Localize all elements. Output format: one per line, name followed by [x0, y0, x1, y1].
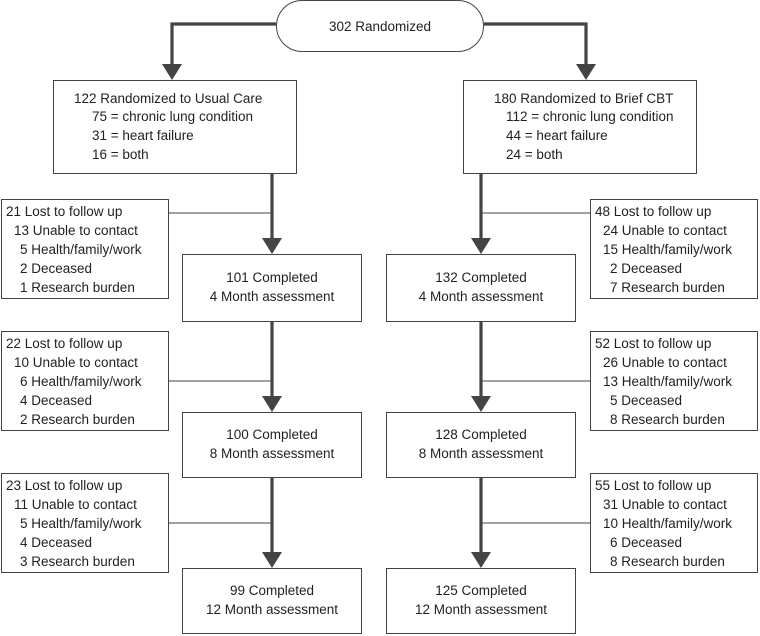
lost-reason: 24 Unable to contact [603, 223, 727, 238]
arrowhead-usual-4mo [262, 238, 282, 254]
brief-cbt-completed-12mo-box: 125 Completed 12 Month assessment [386, 568, 576, 634]
arrow-start-to-brief-cbt [484, 22, 588, 68]
lost-reason: 15 Health/family/work [603, 242, 733, 257]
lost-reason: 8 Research burden [610, 412, 725, 427]
lost-reason: 5 Health/family/work [20, 516, 142, 531]
lost-reason: 4 Deceased [20, 535, 93, 550]
usual-care-breakdown-both: 16 = both [92, 147, 149, 162]
usual-care-breakdown-heart: 31 = heart failure [92, 128, 194, 143]
lost-reason: 10 Health/family/work [603, 516, 733, 531]
usual-care-lost-4mo-total: 21 Lost to follow up [6, 204, 123, 219]
randomized-total-label: 302 Randomized [328, 19, 432, 34]
lost-reason: 31 Unable to contact [603, 497, 727, 512]
completed-count: 125 Completed [435, 583, 527, 598]
randomized-total-box: 302 Randomized [276, 0, 484, 52]
arrowhead-cbt-12mo [471, 552, 491, 568]
assessment-label: 8 Month assessment [418, 446, 544, 461]
assessment-label: 12 Month assessment [205, 602, 339, 617]
usual-care-completed-12mo-box: 99 Completed 12 Month assessment [182, 568, 362, 634]
brief-cbt-breakdown-heart: 44 = heart failure [506, 128, 608, 143]
arrowhead-usual-8mo [262, 396, 282, 412]
arrowhead-brief-cbt [576, 64, 596, 80]
lost-reason: 26 Unable to contact [603, 355, 727, 370]
usual-care-lost-4mo-box: 21 Lost to follow up 13 Unable to contac… [1, 199, 169, 299]
brief-cbt-lost-8mo-box: 52 Lost to follow up 26 Unable to contac… [590, 331, 758, 431]
arrowhead-usual-care [162, 64, 182, 80]
brief-cbt-completed-4mo-box: 132 Completed 4 Month assessment [386, 254, 576, 322]
brief-cbt-breakdown-both: 24 = both [506, 147, 563, 162]
brief-cbt-lost-4mo-box: 48 Lost to follow up 24 Unable to contac… [590, 199, 758, 299]
lost-reason: 2 Deceased [20, 261, 93, 276]
usual-care-title: 122 Randomized to Usual Care [74, 91, 263, 106]
lost-reason: 8 Research burden [610, 554, 725, 569]
usual-care-lost-8mo-total: 22 Lost to follow up [6, 336, 123, 351]
lost-reason: 6 Health/family/work [20, 374, 142, 389]
lost-reason: 2 Deceased [610, 261, 683, 276]
brief-cbt-arm-box: 180 Randomized to Brief CBT 112 = chroni… [463, 80, 697, 174]
usual-care-lost-12mo-total: 23 Lost to follow up [6, 478, 123, 493]
lost-reason: 10 Unable to contact [14, 355, 138, 370]
lost-reason: 5 Health/family/work [20, 242, 142, 257]
lost-reason: 6 Deceased [610, 535, 683, 550]
completed-count: 128 Completed [435, 427, 527, 442]
arrowhead-cbt-4mo [471, 238, 491, 254]
assessment-label: 4 Month assessment [209, 289, 335, 304]
lost-reason: 13 Health/family/work [603, 374, 733, 389]
usual-care-lost-12mo-box: 23 Lost to follow up 11 Unable to contac… [1, 473, 169, 573]
lost-reason: 11 Unable to contact [14, 497, 137, 512]
assessment-label: 12 Month assessment [414, 602, 548, 617]
brief-cbt-lost-8mo-total: 52 Lost to follow up [595, 336, 712, 351]
completed-count: 101 Completed [226, 270, 318, 285]
brief-cbt-breakdown-lung: 112 = chronic lung condition [506, 109, 674, 124]
arrowhead-cbt-8mo [471, 396, 491, 412]
usual-care-breakdown-lung: 75 = chronic lung condition [92, 109, 253, 124]
lost-reason: 13 Unable to contact [14, 223, 138, 238]
usual-care-arm-box: 122 Randomized to Usual Care 75 = chroni… [53, 80, 297, 174]
assessment-label: 8 Month assessment [209, 446, 335, 461]
brief-cbt-lost-12mo-total: 55 Lost to follow up [595, 478, 712, 493]
lost-reason: 4 Deceased [20, 393, 93, 408]
brief-cbt-title: 180 Randomized to Brief CBT [494, 91, 674, 106]
usual-care-completed-4mo-box: 101 Completed 4 Month assessment [182, 254, 362, 322]
usual-care-completed-8mo-box: 100 Completed 8 Month assessment [182, 412, 362, 478]
brief-cbt-lost-12mo-box: 55 Lost to follow up 31 Unable to contac… [590, 473, 758, 573]
lost-reason: 1 Research burden [20, 280, 135, 295]
completed-count: 100 Completed [226, 427, 318, 442]
lost-reason: 7 Research burden [610, 280, 725, 295]
usual-care-lost-8mo-box: 22 Lost to follow up 10 Unable to contac… [1, 331, 169, 431]
assessment-label: 4 Month assessment [418, 289, 544, 304]
completed-count: 132 Completed [435, 270, 527, 285]
lost-reason: 3 Research burden [20, 554, 135, 569]
arrow-start-to-usual-care [170, 22, 276, 68]
arrowhead-usual-12mo [262, 552, 282, 568]
brief-cbt-completed-8mo-box: 128 Completed 8 Month assessment [386, 412, 576, 478]
lost-reason: 5 Deceased [610, 393, 683, 408]
completed-count: 99 Completed [229, 583, 315, 598]
lost-reason: 2 Research burden [20, 412, 135, 427]
brief-cbt-lost-4mo-total: 48 Lost to follow up [595, 204, 712, 219]
